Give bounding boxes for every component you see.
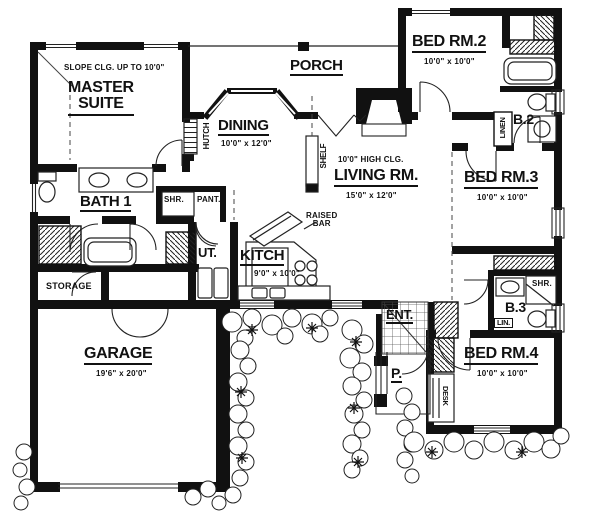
- fixtures: [37, 57, 557, 423]
- patio-outline: [375, 352, 431, 415]
- room-label-bed2: BED RM.2: [412, 33, 486, 54]
- porch-edge: [188, 42, 398, 51]
- ceiling-lines: [69, 86, 453, 300]
- room-label-b2: B.2: [513, 111, 534, 127]
- windows: [30, 8, 565, 489]
- bed4-dimensions: 10'0" x 10'0": [477, 369, 528, 378]
- raised-bar-counter: [248, 211, 304, 247]
- hutch-label: HUTCH: [201, 122, 211, 150]
- bed2-dimensions: 10'0" x 10'0": [424, 57, 475, 66]
- slope-ceiling-note: SLOPE CLG. UP TO 10'0": [64, 63, 165, 72]
- room-label-b3: B.3: [505, 299, 526, 315]
- desk-label: DESK: [440, 385, 450, 406]
- sink-icon: [251, 287, 268, 299]
- cooktop-icon: [294, 260, 306, 272]
- dryer-icon: [213, 267, 229, 299]
- dining-dimensions: 10'0" x 12'0": [221, 139, 272, 148]
- shelf-label: SHELF: [318, 143, 328, 169]
- garage-dimensions: 19'6" x 20'0": [96, 369, 147, 378]
- pantry-label: PANT.: [197, 195, 221, 204]
- storage-label: STORAGE: [46, 281, 92, 291]
- room-label-bed4: BED RM.4: [464, 345, 538, 366]
- raised-bar-label: RAISED BAR: [306, 211, 338, 229]
- room-label-kitchen: KITCH: [240, 248, 285, 267]
- utility-label: UT.: [198, 245, 217, 260]
- entry-tile: [381, 301, 429, 355]
- desk-area: [427, 373, 455, 423]
- room-label-bed3: BED RM.3: [464, 169, 538, 190]
- room-label-porch: PORCH: [290, 58, 343, 77]
- closets: [38, 13, 557, 373]
- patio-label: P.: [391, 366, 402, 384]
- toilet-icon: [37, 171, 57, 182]
- washer-icon: [197, 267, 213, 299]
- dining-bay-window: [202, 88, 302, 120]
- room-label-living: LIVING RM.: [334, 167, 418, 188]
- room-label-garage: GARAGE: [84, 345, 153, 366]
- shrubs: [12, 308, 570, 511]
- high-ceiling-note: 10'0" HIGH CLG.: [338, 155, 404, 164]
- hutch-cabinet: [183, 118, 198, 155]
- entry-label: ENT.: [386, 308, 413, 325]
- room-label-dining: DINING: [218, 118, 269, 137]
- room-label-master: MASTER SUITE: [68, 79, 134, 116]
- sink-icon: [533, 120, 551, 138]
- kitchen-dimensions: 9'0" x 10'0": [254, 269, 301, 278]
- bed3-dimensions: 10'0" x 10'0": [477, 193, 528, 202]
- living-dimensions: 15'0" x 12'0": [346, 191, 397, 200]
- linen-label: LINEN: [498, 117, 508, 139]
- shower-label-bath1: SHR.: [164, 195, 184, 204]
- linen-closet-label: LIN.: [494, 318, 513, 328]
- fireplace: [356, 88, 412, 137]
- room-label-bath1: BATH 1: [80, 194, 132, 213]
- shower-label-b3: SHR.: [532, 279, 552, 288]
- slope-line: [37, 51, 73, 87]
